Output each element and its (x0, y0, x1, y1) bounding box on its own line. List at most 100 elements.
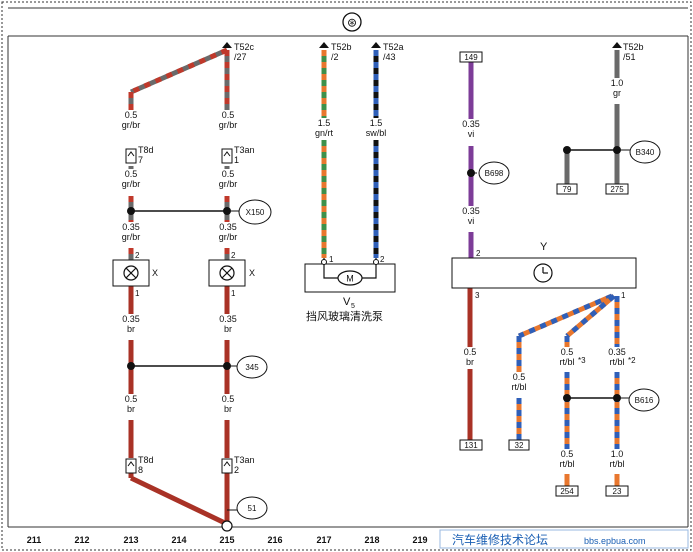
wire-label: 0.35 (462, 119, 480, 129)
note-3: *3 (578, 356, 586, 365)
washer-pump (304, 258, 396, 293)
wire-label: br (127, 404, 135, 414)
header-symbol: ⊛ (347, 16, 357, 30)
wire-label: 0.35 (462, 206, 480, 216)
wire-label-bg (308, 118, 340, 140)
module-label: Y (540, 241, 548, 253)
connector-heads (222, 42, 622, 48)
pump-label: V (343, 296, 351, 308)
wire-group-pump (321, 50, 379, 258)
pump-label-sub: 5 (351, 303, 355, 310)
lamp-left-label: X (152, 268, 158, 278)
ground-symbol-icon (342, 12, 362, 32)
conn-t3an-1-pin: 1 (234, 155, 239, 165)
column-number: 217 (316, 535, 331, 545)
wire-label-bg (115, 110, 147, 132)
wire-label: 0.35 (219, 314, 237, 324)
wire-label-bg (601, 449, 633, 471)
wire-label-bg (601, 78, 633, 100)
conn-t8d-8-name: T8d (138, 455, 154, 465)
conn-t52c-pin: /27 (234, 52, 247, 62)
wire-label: vi (468, 129, 475, 139)
wire-label-bg (454, 347, 486, 369)
ref-51: 51 (248, 504, 257, 513)
wire-label: 1.5 (370, 118, 383, 128)
column-number: 219 (412, 535, 427, 545)
column-number: 213 (123, 535, 138, 545)
conn-t8d-7-name: T8d (138, 145, 154, 155)
conn-t52b-pin: /2 (331, 52, 339, 62)
wire-label-bg (360, 118, 392, 140)
wire-label: 0.5 (222, 169, 235, 179)
conn-t8d-8-pin: 8 (138, 465, 143, 475)
wire-label: gr/br (122, 120, 141, 130)
wire-label: 1.0 (611, 449, 624, 459)
wire-label: 0.5 (222, 110, 235, 120)
wire-label: rt/bl (559, 459, 574, 469)
column-number: 216 (267, 535, 282, 545)
conn-t52b-name: T52b (331, 42, 352, 52)
wire-label-bg (455, 206, 487, 228)
wire-label-bg (212, 110, 244, 132)
column-number: 211 (27, 535, 42, 545)
ref-b616: B616 (635, 396, 654, 405)
wire-label: 0.5 (464, 347, 477, 357)
conn-t3an-2-pin: 2 (234, 465, 239, 475)
column-number: 214 (171, 535, 186, 545)
pump-cn-name: 挡风玻璃清洗泵 (306, 309, 383, 323)
lamp-left-pin-top: 2 (135, 251, 140, 260)
wire-label: 0.5 (125, 110, 138, 120)
wire-label: 0.5 (561, 347, 574, 357)
wire-label: br (224, 404, 232, 414)
conn-t52a-pin: /43 (383, 52, 396, 62)
wire-label: gn/rt (315, 128, 334, 138)
column-numbers: 211 212 213 214 215 216 217 218 219 (27, 535, 428, 545)
reference-circles (236, 140, 661, 520)
wire-label-bg (455, 119, 487, 141)
ref-x150: X150 (246, 208, 265, 217)
wire-label-bg (115, 314, 147, 336)
wire-label: gr/br (219, 120, 238, 130)
box-23: 23 (613, 487, 622, 496)
box-32: 32 (515, 441, 524, 450)
motor-label: M (346, 274, 354, 284)
wire-label-bg (115, 169, 147, 191)
conn-t52b2-name: T52b (623, 42, 644, 52)
wire-label-bg (115, 222, 147, 244)
wire-label: br (466, 357, 474, 367)
conn-t3an-1-name: T3an (234, 145, 255, 155)
box-79: 79 (563, 185, 572, 194)
wire-label: 1.0 (611, 78, 624, 88)
conn-t52a-name: T52a (383, 42, 404, 52)
inline-connectors (125, 148, 233, 474)
column-number: 215 (219, 535, 234, 545)
wire-label-bg (551, 347, 583, 369)
wire-label-bg (212, 169, 244, 191)
lamp-left-pin-bot: 1 (135, 289, 140, 298)
wire-label: 0.5 (125, 169, 138, 179)
column-number: 212 (74, 535, 89, 545)
column-number: 218 (364, 535, 379, 545)
wire-label: 0.35 (608, 347, 626, 357)
wire-label: rt/bl (511, 382, 526, 392)
wire-label-bg (212, 394, 244, 416)
wire-group-left (127, 47, 240, 527)
box-254: 254 (560, 487, 574, 496)
wire-label-bg (115, 394, 147, 416)
motor-icon (337, 270, 363, 286)
module-pin-out-r: 1 (621, 291, 626, 300)
lamp-right-label: X (249, 268, 255, 278)
module-pin-in: 2 (476, 249, 481, 258)
conn-t3an-2-name: T3an (234, 455, 255, 465)
wire-label: 0.5 (561, 449, 574, 459)
wire-label: 0.5 (125, 394, 138, 404)
ref-b698: B698 (485, 169, 504, 178)
box-275: 275 (610, 185, 624, 194)
lamp-right-pin-top: 2 (231, 251, 236, 260)
conn-t8d-7-pin: 7 (138, 155, 143, 165)
wire-label: 0.35 (219, 222, 237, 232)
lamp-left (112, 259, 150, 287)
wire-label-bg (212, 222, 244, 244)
conn-t52c-name: T52c (234, 42, 255, 52)
wire-label-bg (503, 372, 535, 394)
